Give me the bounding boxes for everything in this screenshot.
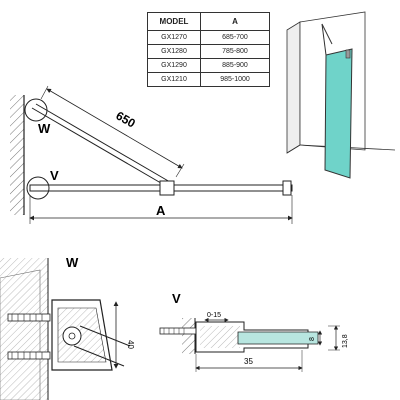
perspective-view xyxy=(286,11,396,179)
table-header-row: MODEL A xyxy=(147,12,270,31)
table-row: GX1290 885-900 xyxy=(147,58,270,73)
dim-40-label: 40 xyxy=(126,340,135,349)
marker-w: W xyxy=(38,121,51,136)
dim-0-15-label: 0-15 xyxy=(207,312,221,319)
wall-hatch xyxy=(10,95,24,215)
table-row: GX1210 985-1000 xyxy=(147,72,270,87)
plan-view: 650 A W V xyxy=(10,85,293,224)
dim-13-8-label: 13,8 xyxy=(342,334,349,348)
table-row: GX1270 685-700 xyxy=(147,30,270,45)
side-wall xyxy=(286,21,301,154)
detail-v-title: V xyxy=(172,291,181,306)
detail-v-circle xyxy=(26,176,50,200)
model-table: MODEL A GX1270 685-700 GX1280 785-800 GX… xyxy=(147,12,270,87)
dim-8-label: 8 xyxy=(309,337,316,341)
screw-top xyxy=(7,313,51,322)
dim-650-label: 650 xyxy=(114,108,139,130)
detail-w-title: W xyxy=(66,255,79,270)
glass-panel xyxy=(324,48,353,179)
support-rod xyxy=(321,23,327,56)
clamp xyxy=(159,180,175,196)
detail-v-wall xyxy=(182,318,195,354)
dim-a-label: A xyxy=(156,203,166,218)
dimension-650 xyxy=(46,88,183,169)
detail-w: W 40 xyxy=(0,255,135,400)
detail-v: V 0-15 35 8 13,8 xyxy=(159,291,349,372)
dim-35-label: 35 xyxy=(244,357,253,366)
glass-edge xyxy=(237,331,319,345)
table-cell-a: 985-1000 xyxy=(200,72,270,87)
detail-w-wall xyxy=(0,258,48,400)
marker-v: V xyxy=(50,168,59,183)
screw-bottom xyxy=(7,351,51,360)
